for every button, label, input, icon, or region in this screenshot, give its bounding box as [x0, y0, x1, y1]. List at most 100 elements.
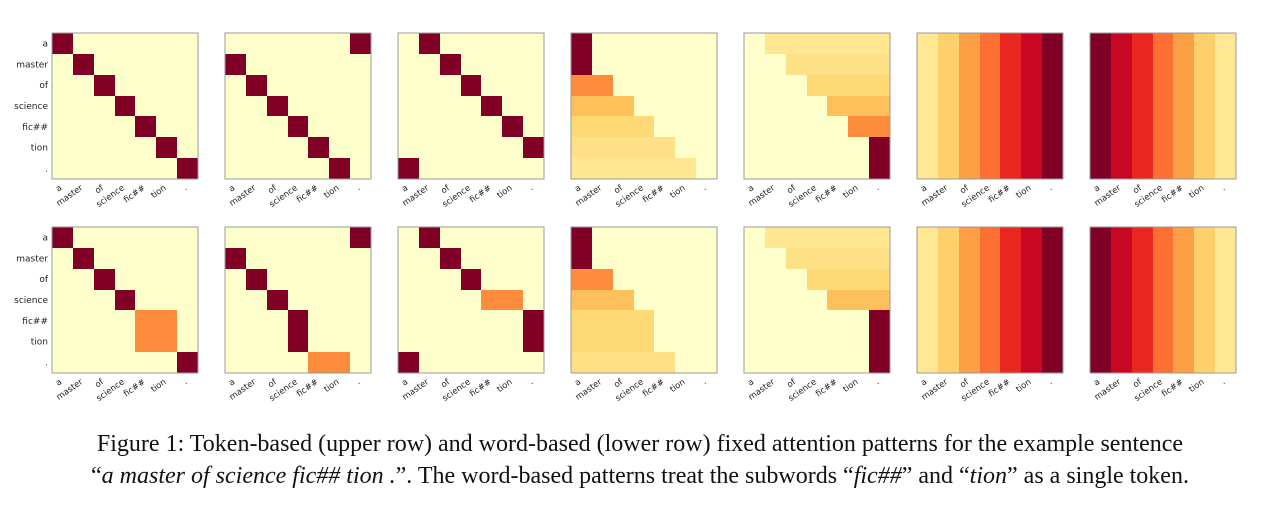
- heatmap-cell: [827, 352, 848, 373]
- heatmap-cell: [502, 352, 523, 373]
- heatmap-cell: [481, 248, 502, 269]
- heatmap-cell: [765, 352, 786, 373]
- heatmap-cell: [654, 75, 675, 96]
- heatmap-cell: [1153, 116, 1173, 137]
- heatmap-cell: [1090, 248, 1111, 269]
- heatmap-cell: [481, 290, 502, 310]
- heatmap-cell: [571, 137, 592, 158]
- heatmap-cell: [1132, 137, 1153, 158]
- heatmap-cell: [1090, 269, 1111, 290]
- heatmap-cell: [1153, 96, 1173, 116]
- heatmap-cell: [267, 54, 288, 75]
- heatmap-cell: [502, 33, 523, 54]
- heatmap-cell: [592, 54, 613, 75]
- heatmap-cell: [225, 310, 246, 331]
- heatmap-cell: [592, 158, 613, 179]
- heatmap-cell: [329, 269, 350, 290]
- heatmap-cell: [329, 331, 350, 352]
- heatmap-cell: [523, 331, 544, 352]
- heatmap-cell: [1173, 158, 1194, 179]
- heatmap-cell: [308, 116, 329, 137]
- heatmap-cell: [786, 75, 807, 96]
- heatmap-cell: [481, 352, 502, 373]
- heatmap-cell: [1132, 96, 1153, 116]
- heatmap-cell: [156, 116, 177, 137]
- heatmap-cell: [654, 137, 675, 158]
- heatmap-cell: [1042, 75, 1063, 96]
- heatmap-cell: [613, 137, 634, 158]
- caption-quote-open: “: [91, 463, 102, 489]
- heatmap-cell: [917, 227, 938, 248]
- heatmap-cell: [135, 54, 156, 75]
- heatmap-cell: [613, 352, 634, 373]
- x-tick-label: .: [354, 183, 362, 193]
- heatmap-cell: [571, 227, 592, 248]
- heatmap-cell: [350, 75, 371, 96]
- heatmap-cell: [398, 54, 419, 75]
- heatmap-cell: [613, 248, 634, 269]
- heatmap-cell: [94, 96, 115, 116]
- x-tick-label: fic##: [814, 377, 840, 399]
- heatmap-cell: [73, 310, 94, 331]
- heatmap-cell: [52, 227, 73, 248]
- heatmap-cell: [308, 96, 329, 116]
- heatmap-cell: [1215, 331, 1236, 352]
- heatmap-cell: [523, 290, 544, 310]
- heatmap-cell: [523, 33, 544, 54]
- heatmap-cell: [634, 54, 654, 75]
- heatmap-cell: [675, 227, 696, 248]
- heatmap-cell: [1153, 331, 1173, 352]
- heatmap-cell: [938, 33, 959, 54]
- heatmap-cell: [848, 310, 869, 331]
- heatmap-cell: [52, 33, 73, 54]
- heatmap-frame: [1089, 32, 1237, 180]
- x-tick-label: tion: [1014, 377, 1033, 395]
- heatmap-cell: [440, 269, 461, 290]
- heatmap-cell: [94, 158, 115, 179]
- heatmap-cell: [848, 96, 869, 116]
- heatmap-cell: [1132, 269, 1153, 290]
- heatmap-cell: [917, 54, 938, 75]
- heatmap-cell: [350, 54, 371, 75]
- heatmap-cell: [1173, 352, 1194, 373]
- heatmap-cell: [827, 290, 848, 310]
- x-tick-label: a: [1092, 183, 1102, 194]
- x-tick-label: tion: [668, 183, 687, 201]
- heatmap-cell: [592, 137, 613, 158]
- heatmap-cell: [246, 310, 267, 331]
- heatmap-cell: [1021, 158, 1042, 179]
- heatmap-cell: [613, 75, 634, 96]
- heatmap-cell: [440, 352, 461, 373]
- heatmap-cell: [1111, 310, 1132, 331]
- heatmap-cell: [571, 290, 592, 310]
- heatmap-cell: [807, 137, 827, 158]
- heatmap-cell: [177, 290, 198, 310]
- heatmap-cell: [135, 75, 156, 96]
- heatmap-cell: [398, 331, 419, 352]
- heatmap-cell: [1215, 248, 1236, 269]
- heatmap-cell: [696, 96, 717, 116]
- heatmap-cell: [786, 116, 807, 137]
- heatmap-cell: [1153, 227, 1173, 248]
- heatmap-cell: [807, 75, 827, 96]
- heatmap-cell: [73, 137, 94, 158]
- heatmap-cell: [848, 269, 869, 290]
- heatmap-cell: [959, 310, 980, 331]
- heatmap-cell: [980, 331, 1000, 352]
- heatmap-frame: [224, 226, 372, 374]
- heatmap-cell: [1215, 96, 1236, 116]
- x-tick-label: .: [527, 183, 535, 193]
- heatmap-cell: [696, 54, 717, 75]
- heatmap-cell: [765, 96, 786, 116]
- x-tick-label: fic##: [641, 377, 667, 399]
- heatmap-cell: [571, 248, 592, 269]
- heatmap-cell: [52, 248, 73, 269]
- heatmap-cell: [1111, 331, 1132, 352]
- x-tick-label: tion: [1187, 183, 1206, 201]
- heatmap-cell: [115, 116, 135, 137]
- heatmap-cell: [115, 269, 135, 290]
